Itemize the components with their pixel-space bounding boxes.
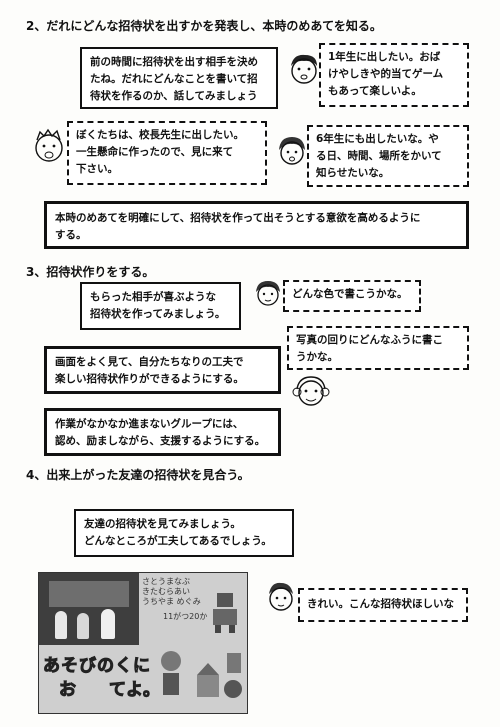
text-line: 友達の招待状を見てみましょう。	[84, 518, 241, 530]
child-face-icon	[291, 54, 317, 84]
section2-heading: 2、だれにどんな招待状を出すかを発表し、本時のめあてを知る。	[26, 19, 382, 33]
text-line: もあって楽しいよ。	[328, 85, 422, 97]
support-box-2: 作業がなかなか進まないグループには、 認め、励ましながら、支援するようにする。	[44, 408, 281, 456]
student-speech-reply: きれい。こんな招待状ほしいな	[298, 588, 468, 622]
text-line: どんなところが工夫してあるでしょう。	[84, 535, 272, 547]
text-line: どんな色で書こうかな。	[292, 288, 408, 300]
text-line: うちやま めぐみ	[142, 597, 201, 606]
lesson-aim-box: 本時のめあてを明確にして、招待状を作って出そうとする意欲を高めるように する。	[44, 201, 469, 249]
drawings-icon	[161, 651, 242, 698]
girl-face-icon	[279, 137, 305, 165]
text-line: もらった相手が喜ぶような	[90, 291, 216, 303]
child-figure	[101, 609, 115, 639]
child-face-icon	[292, 376, 330, 406]
text-line: 招待状を作ってみましょう。	[90, 308, 226, 320]
text-line: 楽しい招待状作りができるようにする。	[55, 373, 244, 385]
text-line: けやしきや的当てゲーム	[328, 68, 444, 80]
text-line: たね。だれにどんなことを書いて招	[90, 73, 258, 85]
photo-header-text: さとうまなぶ きたむらあい うちやま めぐみ	[142, 577, 201, 607]
text-line: さとうまなぶ	[142, 577, 190, 586]
text-line: 画面をよく見て、自分たちなりの工夫で	[55, 356, 244, 368]
teacher-prompt-box-2: もらった相手が喜ぶような 招待状を作ってみましょう。	[80, 282, 241, 330]
child-figure	[55, 611, 67, 639]
text-line: 一生懸命に作ったので、見に来て	[76, 146, 234, 158]
text-line: 写真の回りにどんなふうに書こ	[296, 334, 443, 346]
photo-big-text-2b: てよ。	[109, 680, 161, 701]
support-box-1: 画面をよく見て、自分たちなりの工夫で 楽しい招待状作りができるようにする。	[44, 346, 281, 394]
text-line: 本時のめあてを明確にして、招待状を作って出そうとする意欲を高めるように	[55, 212, 421, 224]
student-speech-color: どんな色で書こうかな。	[283, 280, 421, 312]
invitation-photo: さとうまなぶ きたむらあい うちやま めぐみ 11がつ20か あそびのくに お …	[38, 572, 248, 714]
robot-drawing-icon	[213, 593, 237, 633]
text-line: 6年生にも出したいな。や	[316, 133, 439, 145]
text-line: きたむらあい	[142, 587, 190, 596]
text-line: きれい。こんな招待状ほしいな	[307, 598, 454, 610]
text-line: 認め、励ましながら、支援するようにする。	[55, 435, 266, 447]
text-line: する。	[55, 229, 87, 241]
text-line: 1年生に出したい。おば	[328, 51, 441, 63]
text-line: 知らせたいな。	[316, 167, 390, 179]
text-line: る日、時間、場所をかいて	[316, 150, 442, 162]
text-line: うかな。	[296, 351, 338, 363]
student-speech-b: ぼくたちは、校長先生に出したい。 一生懸命に作ったので、見に来て 下さい。	[67, 121, 267, 185]
child-face-icon	[269, 582, 293, 611]
text-line: ぼくたちは、校長先生に出したい。	[76, 129, 244, 141]
bookshelf-shape	[49, 581, 129, 607]
child-figure	[77, 613, 89, 639]
classroom-photo	[39, 573, 139, 645]
text-line: 作業がなかなか進まないグループには、	[55, 418, 244, 430]
student-speech-a: 1年生に出したい。おば けやしきや的当てゲーム もあって楽しいよ。	[319, 43, 469, 107]
girl-face-icon	[256, 281, 280, 306]
photo-big-text-1: あそびのくに	[43, 656, 151, 677]
text-line: 下さい。	[76, 163, 118, 175]
boy-face-icon	[35, 128, 63, 162]
photo-date: 11がつ20か	[163, 612, 208, 621]
section3-heading: 3、招待状作りをする。	[26, 265, 155, 279]
photo-big-text-2a: お	[59, 680, 77, 701]
student-speech-photo: 写真の回りにどんなふうに書こ うかな。	[287, 326, 469, 370]
text-line: 待状を作るのか、話してみましょう	[90, 90, 258, 102]
text-line: 前の時間に招待状を出す相手を決め	[90, 56, 258, 68]
section4-heading: 4、出来上がった友達の招待状を見合う。	[26, 468, 250, 482]
teacher-prompt-box-3: 友達の招待状を見てみましょう。 どんなところが工夫してあるでしょう。	[74, 509, 294, 557]
teacher-prompt-box-1: 前の時間に招待状を出す相手を決め たね。だれにどんなことを書いて招 待状を作るの…	[80, 47, 278, 109]
student-speech-c: 6年生にも出したいな。や る日、時間、場所をかいて 知らせたいな。	[307, 125, 469, 187]
